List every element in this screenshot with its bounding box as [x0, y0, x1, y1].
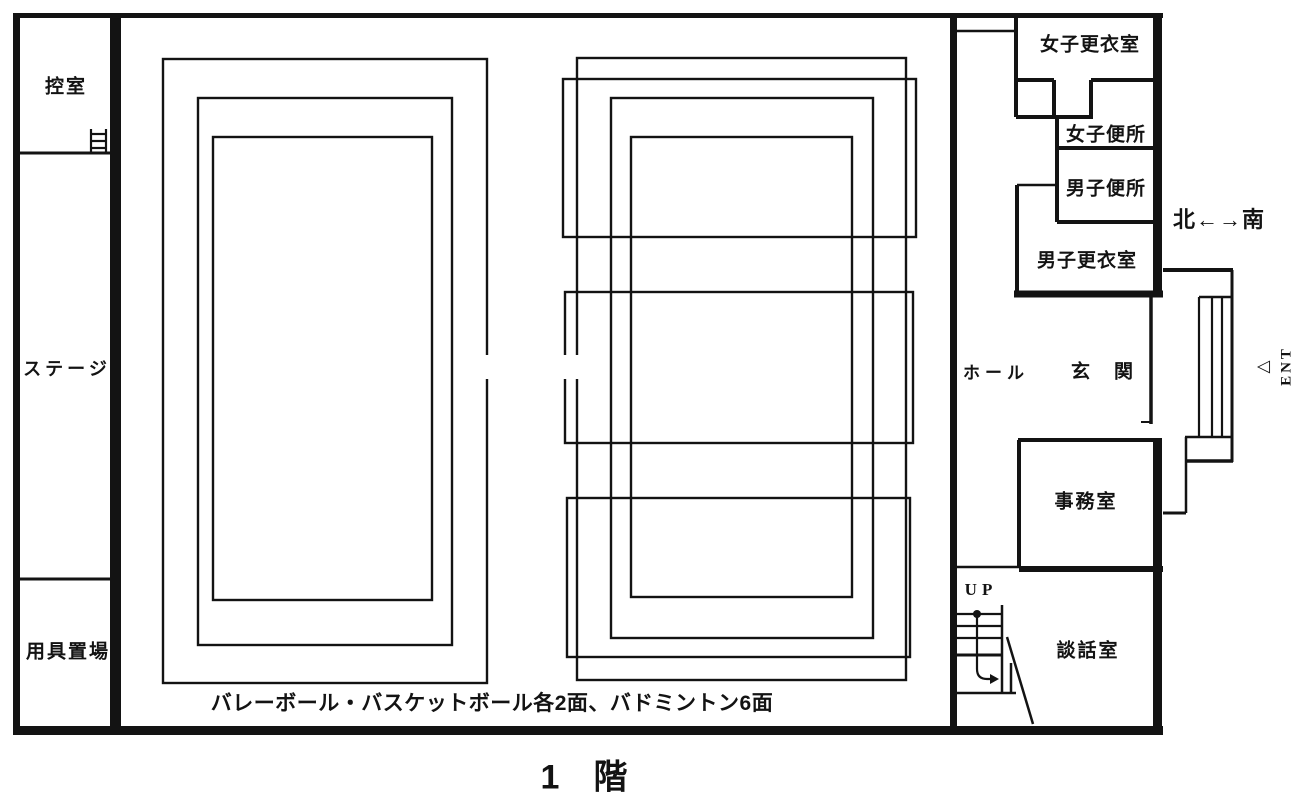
court-lines-left: [161, 57, 489, 685]
room-label-joshi-benjo: 女子便所: [1065, 124, 1147, 146]
room-label-danshi-benjo: 男子便所: [1065, 178, 1147, 200]
room-label-stage: ステージ: [23, 359, 111, 379]
entrance-steps: [1141, 268, 1234, 515]
room-label-hall: ホール: [963, 363, 1029, 383]
stairs-up-icon: [957, 605, 1035, 725]
stairs-up-label: UP: [964, 580, 998, 599]
outer-walls: [13, 13, 1163, 735]
north-south-compass: 北←→南: [1172, 207, 1266, 232]
right-wing-walls: [957, 16, 1163, 572]
court-line-gaps: [483, 355, 581, 379]
room-label-joshi-koishitsu: 女子更衣室: [1039, 34, 1141, 56]
court-lines-right: [561, 56, 918, 682]
ladder-icon: [89, 129, 108, 154]
courts-caption: バレーボール・バスケットボール各2面、バドミントン6面: [210, 692, 774, 715]
left-wing-walls: [20, 129, 110, 581]
room-label-yogu-okiba: 用具置場: [25, 641, 111, 663]
room-label-jimushitsu: 事務室: [1054, 491, 1118, 513]
room-label-hikaeshitsu: 控室: [44, 76, 88, 98]
entrance-ent-label: ENT: [1278, 346, 1295, 386]
room-label-danshi-koishitsu: 男子更衣室: [1036, 250, 1138, 272]
room-label-genkan: 玄関: [1070, 361, 1158, 383]
room-label-danwashitsu: 談話室: [1056, 640, 1120, 662]
floor-title: 1 階: [540, 758, 628, 797]
entrance-triangle-icon: △: [1253, 360, 1272, 374]
